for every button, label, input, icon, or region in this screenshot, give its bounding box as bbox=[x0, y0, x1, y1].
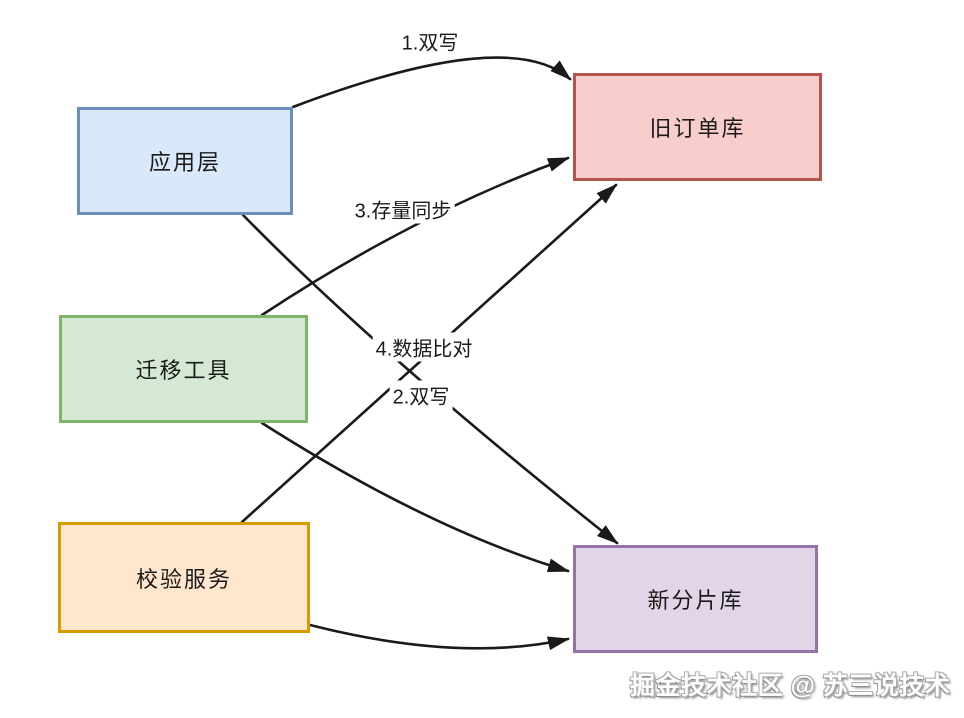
node-validation-service: 校验服务 bbox=[58, 522, 310, 633]
edge-label-double-write-2: 2.双写 bbox=[389, 380, 453, 410]
edge-app-to-olddb bbox=[291, 56, 572, 109]
node-app-layer-label: 应用层 bbox=[148, 150, 221, 175]
node-migration-tool-label: 迁移工具 bbox=[135, 358, 232, 383]
edge-label-double-write-1: 1.双写 bbox=[398, 26, 462, 56]
node-validation-service-label: 校验服务 bbox=[135, 566, 232, 592]
edge-migration-to-olddb bbox=[260, 156, 570, 317]
watermark: 掘金技术社区 @ 苏三说技术 bbox=[630, 672, 951, 700]
node-migration-tool: 迁移工具 bbox=[59, 315, 308, 423]
edge-label-data-compare: 4.数据比对 bbox=[372, 332, 476, 362]
edge-label-stock-sync: 3.存量同步 bbox=[351, 194, 455, 224]
edge-app-to-newdb bbox=[241, 213, 619, 545]
node-old-order-db: 旧订单库 bbox=[573, 73, 822, 181]
node-app-layer: 应用层 bbox=[77, 107, 293, 215]
edge-validation-to-newdb bbox=[308, 623, 570, 651]
node-old-order-db-label: 旧订单库 bbox=[649, 116, 746, 141]
edge-migration-to-newdb bbox=[260, 421, 570, 573]
node-new-shard-db: 新分片库 bbox=[573, 545, 818, 653]
node-new-shard-db-label: 新分片库 bbox=[647, 588, 744, 613]
